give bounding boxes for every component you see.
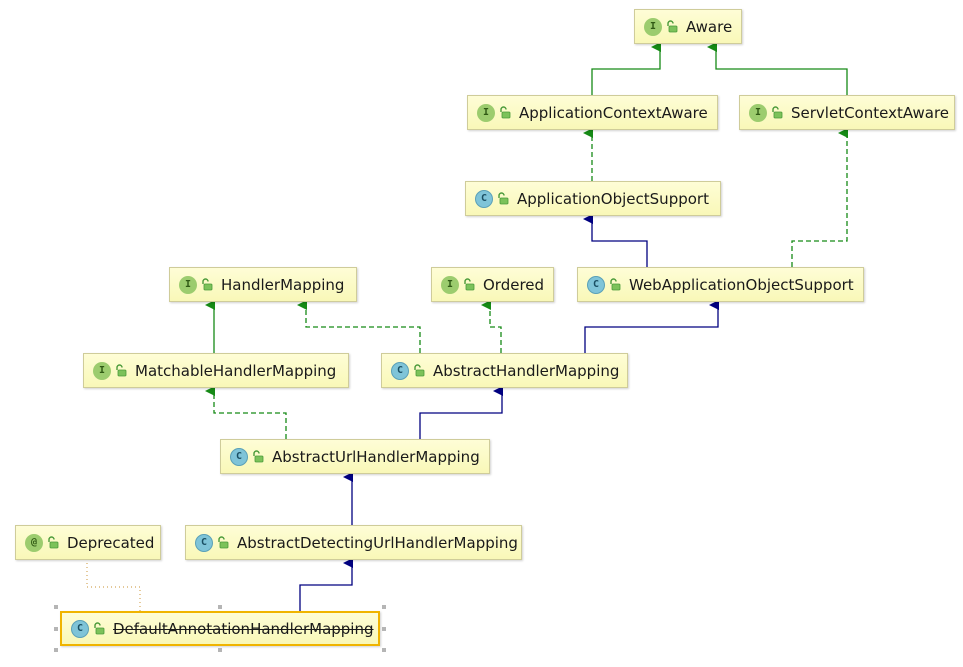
selection-handle[interactable] — [54, 648, 58, 652]
node-abstract-handler-mapping[interactable]: C AbstractHandlerMapping — [381, 353, 628, 388]
open-lock-icon — [115, 364, 127, 377]
node-abstract-detecting-url-handler-mapping[interactable]: C AbstractDetectingUrlHandlerMapping — [185, 525, 522, 560]
node-label: AbstractUrlHandlerMapping — [272, 447, 480, 466]
interface-icon: I — [644, 17, 662, 36]
node-default-annotation-handler-mapping[interactable]: C DefaultAnnotationHandlerMapping — [60, 611, 380, 646]
abstract-class-icon: C — [230, 447, 248, 466]
edge-defaultannotationhandlermapping-abstractdetectingurlhandlermapping — [299, 558, 353, 611]
annotation-icon: @ — [25, 533, 43, 552]
node-label: DefaultAnnotationHandlerMapping — [113, 619, 374, 638]
open-lock-icon — [463, 278, 475, 291]
selection-handle[interactable] — [218, 648, 222, 652]
node-label: ApplicationContextAware — [519, 103, 708, 122]
open-lock-icon — [609, 278, 621, 291]
open-lock-icon — [47, 536, 59, 549]
open-lock-icon — [252, 450, 264, 463]
node-abstract-url-handler-mapping[interactable]: C AbstractUrlHandlerMapping — [220, 439, 490, 474]
open-lock-icon — [413, 364, 425, 377]
node-label: ServletContextAware — [791, 103, 950, 122]
node-aware[interactable]: I Aware — [634, 9, 742, 44]
node-deprecated[interactable]: @ Deprecated — [15, 525, 161, 560]
edge-abstracturlhandlermapping-abstracthandlermapping — [419, 386, 503, 439]
selection-handle[interactable] — [382, 627, 386, 631]
interface-icon: I — [441, 275, 459, 294]
edge-applicationcontextaware-aware — [591, 42, 661, 95]
node-application-context-aware[interactable]: I ApplicationContextAware — [467, 95, 718, 130]
edge-abstracthandlermapping-ordered — [481, 300, 502, 353]
edge-abstracthandlermapping-handlermapping — [297, 300, 421, 353]
selection-handle[interactable] — [218, 605, 222, 609]
selection-handle[interactable] — [382, 648, 386, 652]
node-label: WebApplicationObjectSupport — [629, 275, 854, 294]
edge-abstracthandlermapping-webapplicationobjectsupport — [584, 300, 719, 353]
edge-servletcontextaware-aware — [707, 42, 848, 95]
abstract-class-icon: C — [195, 533, 213, 552]
edge-webapplicationobjectsupport-applicationobjectsupport — [583, 214, 648, 267]
abstract-class-icon: C — [391, 361, 409, 380]
edge-defaultannotationhandlermapping-deprecated — [86, 561, 141, 611]
selection-handle[interactable] — [54, 627, 58, 631]
edge-webapplicationobjectsupport-servletcontextaware — [791, 128, 848, 267]
interface-icon: I — [749, 103, 767, 122]
node-label: Ordered — [483, 275, 545, 294]
open-lock-icon — [93, 622, 105, 635]
open-lock-icon — [497, 192, 509, 205]
node-label: Deprecated — [67, 533, 155, 552]
interface-icon: I — [477, 103, 495, 122]
abstract-class-icon: C — [587, 275, 605, 294]
node-label: AbstractHandlerMapping — [433, 361, 620, 380]
interface-icon: I — [93, 361, 111, 380]
node-application-object-support[interactable]: C ApplicationObjectSupport — [465, 181, 721, 216]
edge-abstracturlhandlermapping-matchablehandlermapping — [205, 386, 287, 439]
node-label: MatchableHandlerMapping — [135, 361, 337, 380]
abstract-class-icon: C — [475, 189, 493, 208]
class-icon: C — [71, 619, 89, 638]
node-web-application-object-support[interactable]: C WebApplicationObjectSupport — [577, 267, 864, 302]
selection-handle[interactable] — [382, 605, 386, 609]
open-lock-icon — [771, 106, 783, 119]
node-ordered[interactable]: I Ordered — [431, 267, 554, 302]
open-lock-icon — [217, 536, 229, 549]
open-lock-icon — [201, 278, 213, 291]
open-lock-icon — [666, 20, 678, 33]
interface-icon: I — [179, 275, 197, 294]
node-matchable-handler-mapping[interactable]: I MatchableHandlerMapping — [83, 353, 349, 388]
node-label: AbstractDetectingUrlHandlerMapping — [237, 533, 518, 552]
node-handler-mapping[interactable]: I HandlerMapping — [169, 267, 357, 302]
node-servlet-context-aware[interactable]: I ServletContextAware — [739, 95, 955, 130]
open-lock-icon — [499, 106, 511, 119]
selection-handle[interactable] — [54, 605, 58, 609]
node-label: Aware — [686, 17, 733, 36]
node-label: ApplicationObjectSupport — [517, 189, 709, 208]
node-label: HandlerMapping — [221, 275, 345, 294]
